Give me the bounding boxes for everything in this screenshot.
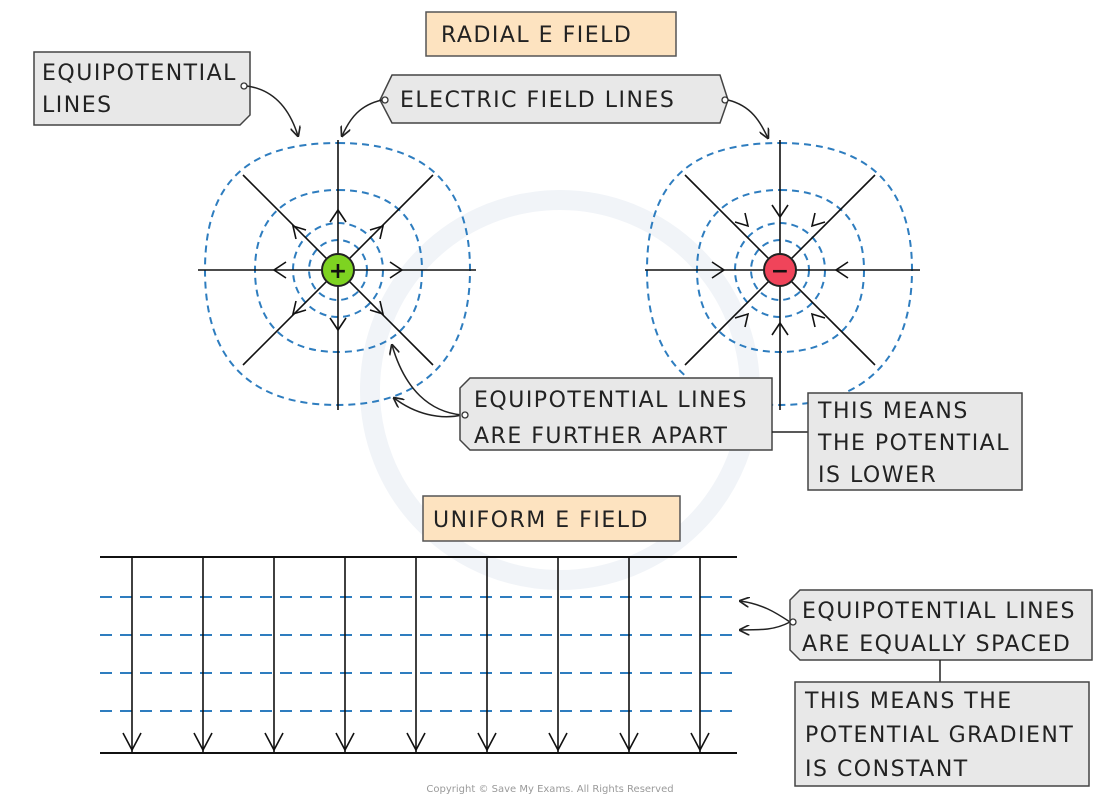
further-apart-arrow-2 [394,398,463,418]
field-lines-pointer-left [342,99,383,136]
uniform-title-text: UNIFORM E FIELD [433,508,649,533]
uniform-field-arrowhead [406,732,426,752]
equipotential-lines-label: EQUIPOTENTIAL LINES [33,51,251,126]
gradient-line3: IS CONSTANT [805,757,969,782]
negative-charge-field: − [645,140,920,410]
equipotential-lines-label-line1: EQUIPOTENTIAL [42,61,237,86]
outward-arrows [272,208,404,332]
gradient-label: THIS MEANS THE POTENTIAL GRADIENT IS CON… [794,681,1090,787]
uniform-field-arrowhead [619,732,639,752]
copyright-text: Copyright © Save My Exams. All Rights Re… [426,784,673,795]
positive-charge [321,253,355,287]
radial-title-text: RADIAL E FIELD [441,23,632,48]
potential-lower-line1: THIS MEANS [817,399,969,424]
uniform-field-arrowhead [548,732,568,752]
electric-field-lines-text: ELECTRIC FIELD LINES [400,88,675,113]
gradient-line1: THIS MEANS THE [804,689,1013,714]
uniform-field [100,556,737,754]
potential-lower-line3: IS LOWER [818,463,937,488]
potential-lower-line2: THE POTENTIAL [817,431,1010,456]
equipotential-pointer-arrow [246,85,298,136]
equipotential-lines-label-line2: LINES [42,93,113,118]
electric-field-lines-label: ELECTRIC FIELD LINES [379,74,729,124]
further-apart-arrow-1 [392,345,463,416]
uniform-field-arrowhead [193,732,213,752]
equally-spaced-arrow-1 [740,601,791,623]
uniform-field-arrowhead [264,732,284,752]
further-apart-label: EQUIPOTENTIAL LINES ARE FURTHER APART [459,377,773,451]
uniform-field-arrowhead [122,732,142,752]
uniform-field-lines [122,557,710,752]
uniform-field-arrowhead [335,732,355,752]
further-apart-line2: ARE FURTHER APART [474,424,728,449]
positive-charge-symbol: + [329,259,347,284]
equally-spaced-line2: ARE EQUALLY SPACED [802,632,1071,657]
equally-spaced-line1: EQUIPOTENTIAL LINES [802,599,1076,624]
negative-charge [763,253,797,287]
potential-lower-label: THIS MEANS THE POTENTIAL IS LOWER [807,392,1023,491]
uniform-field-arrowhead [690,732,710,752]
negative-charge-symbol: − [771,259,789,284]
further-apart-line1: EQUIPOTENTIAL LINES [474,388,748,413]
gradient-line2: POTENTIAL GRADIENT [805,723,1074,748]
equally-spaced-label: EQUIPOTENTIAL LINES ARE EQUALLY SPACED [789,589,1093,661]
uniform-field-arrowhead [477,732,497,752]
radial-title: RADIAL E FIELD [425,11,677,57]
positive-charge-field: + [198,140,476,410]
equally-spaced-arrow-2 [740,621,791,630]
inward-arrows [711,204,849,336]
uniform-title: UNIFORM E FIELD [422,495,681,542]
field-lines-pointer-right [727,99,768,138]
